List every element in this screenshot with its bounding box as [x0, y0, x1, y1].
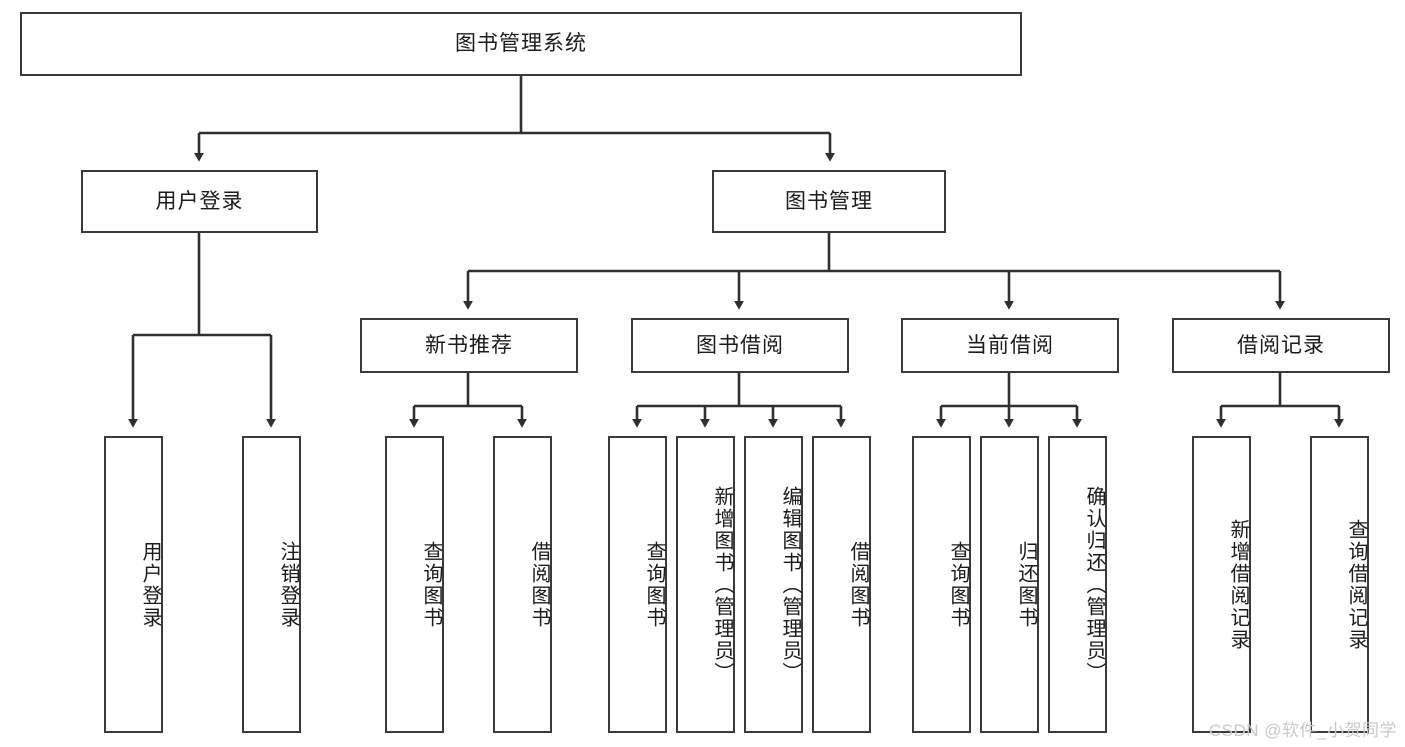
node-label: 查询图书: [643, 540, 665, 629]
csdn-watermark: CSDN @软件_小贺同学: [1208, 721, 1397, 740]
leaf-user-login-login[interactable]: 用户登录: [104, 436, 163, 733]
node-user-login[interactable]: 用户登录: [81, 170, 318, 233]
node-label: 当前借阅: [966, 333, 1054, 357]
node-label: 图书借阅: [696, 333, 784, 357]
node-label: 图书管理: [785, 189, 873, 213]
leaf-borrow-add-book-admin[interactable]: 新增图书（管理员）: [676, 436, 735, 733]
node-label: 注销登录: [277, 540, 299, 629]
node-label: 用户登录: [139, 540, 161, 629]
node-label: 查询图书: [947, 540, 969, 629]
node-label: 借阅图书: [528, 540, 550, 629]
leaf-record-add-record[interactable]: 新增借阅记录: [1192, 436, 1251, 733]
node-root-system[interactable]: 图书管理系统: [20, 12, 1022, 76]
node-book-borrow[interactable]: 图书借阅: [631, 318, 849, 373]
node-label: 新书推荐: [425, 333, 513, 357]
leaf-current-confirm-return-admin[interactable]: 确认归还（管理员）: [1048, 436, 1107, 733]
node-borrow-record[interactable]: 借阅记录: [1172, 318, 1390, 373]
leaf-current-return-book[interactable]: 归还图书: [980, 436, 1039, 733]
node-label: 编辑图书（管理员）: [779, 485, 801, 684]
node-label: 确认归还（管理员）: [1083, 485, 1105, 684]
node-label: 用户登录: [155, 189, 244, 213]
node-label: 归还图书: [1015, 540, 1037, 629]
node-current-borrow[interactable]: 当前借阅: [901, 318, 1119, 373]
leaf-record-query-record[interactable]: 查询借阅记录: [1310, 436, 1369, 733]
leaf-recommend-query-book[interactable]: 查询图书: [385, 436, 444, 733]
leaf-user-login-logout[interactable]: 注销登录: [242, 436, 301, 733]
node-label: 借阅记录: [1237, 333, 1325, 357]
node-label: 图书管理系统: [455, 32, 587, 56]
leaf-borrow-query-book[interactable]: 查询图书: [608, 436, 667, 733]
node-label: 新增图书（管理员）: [711, 485, 733, 684]
node-book-management[interactable]: 图书管理: [712, 170, 946, 233]
leaf-current-query-book[interactable]: 查询图书: [912, 436, 971, 733]
node-label: 查询借阅记录: [1345, 518, 1367, 651]
node-label: 借阅图书: [847, 540, 869, 629]
leaf-borrow-borrow-book[interactable]: 借阅图书: [812, 436, 871, 733]
leaf-recommend-borrow-book[interactable]: 借阅图书: [493, 436, 552, 733]
node-label: 查询图书: [420, 540, 442, 629]
node-new-book-recommend[interactable]: 新书推荐: [360, 318, 578, 373]
node-label: 新增借阅记录: [1227, 518, 1249, 651]
leaf-borrow-edit-book-admin[interactable]: 编辑图书（管理员）: [744, 436, 803, 733]
